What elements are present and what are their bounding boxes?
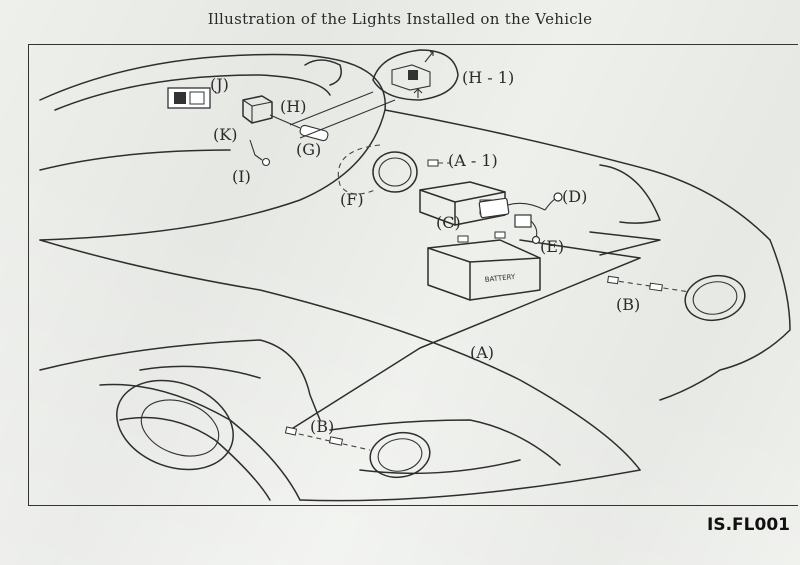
wire-harness-a <box>289 231 661 431</box>
ground-terminal-e <box>531 235 541 245</box>
label-h1: (H - 1) <box>462 68 514 87</box>
battery: BATTERY <box>427 231 541 301</box>
label-f: (F) <box>340 190 364 209</box>
label-d: (D) <box>562 187 587 206</box>
left-headlight <box>116 379 234 471</box>
label-b-right: (B) <box>616 295 640 314</box>
label-i: (I) <box>232 167 251 186</box>
switch-j <box>167 87 211 109</box>
diagram-frame <box>28 44 798 506</box>
page-title: Illustration of the Lights Installed on … <box>207 10 593 28</box>
document-code: IS.FL001 <box>707 515 790 535</box>
label-j: (J) <box>210 75 229 94</box>
left-fog-lamp <box>284 426 431 479</box>
switch-h <box>242 95 273 124</box>
ground-terminal-d <box>553 192 563 202</box>
battery-label: BATTERY <box>484 273 516 284</box>
mirror-outline <box>304 59 342 86</box>
hood-outline <box>39 109 791 471</box>
label-h: (H) <box>280 97 306 116</box>
label-c: (C) <box>436 213 461 232</box>
label-k: (K) <box>213 125 237 144</box>
grommet-f <box>337 144 418 195</box>
inset-h1 <box>289 49 459 139</box>
fuse-holder <box>478 197 546 241</box>
label-g: (G) <box>296 140 321 159</box>
screw-i <box>249 139 271 167</box>
label-b-left: (B) <box>310 417 334 436</box>
label-a: (A) <box>470 343 494 362</box>
connector-a1 <box>427 159 450 167</box>
front-bumper-outline <box>39 339 641 502</box>
right-fog-lamp <box>607 274 746 322</box>
label-a1: (A - 1) <box>448 151 498 170</box>
connector-g <box>269 114 329 142</box>
label-e: (E) <box>540 237 564 256</box>
